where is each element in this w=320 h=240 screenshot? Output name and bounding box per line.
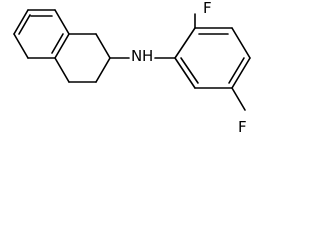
fluorine-label: F xyxy=(238,118,247,136)
bond xyxy=(13,9,29,35)
bond xyxy=(231,27,251,59)
double-bond-inner xyxy=(51,33,64,54)
hydrogen-label: H xyxy=(142,47,153,65)
bond-c-f xyxy=(231,87,246,111)
bond xyxy=(174,57,196,89)
bond xyxy=(54,9,70,35)
nitrogen-label: N xyxy=(131,47,142,65)
double-bond-inner xyxy=(180,57,199,84)
saturated-ring xyxy=(54,33,111,83)
bond xyxy=(174,27,196,59)
bond xyxy=(231,57,251,89)
molecule-structure: N H F F xyxy=(13,0,251,136)
structure-canvas: N H F F xyxy=(13,0,251,136)
fluorine-label: F xyxy=(203,0,212,17)
double-bond-inner xyxy=(228,57,245,84)
bond xyxy=(54,57,70,83)
bond xyxy=(95,33,111,59)
bond xyxy=(54,33,70,59)
double-bond-inner xyxy=(18,14,31,35)
bond xyxy=(95,57,111,83)
bond xyxy=(13,33,29,59)
fused-benzene-ring xyxy=(13,9,70,59)
difluorophenyl-ring xyxy=(174,27,251,89)
